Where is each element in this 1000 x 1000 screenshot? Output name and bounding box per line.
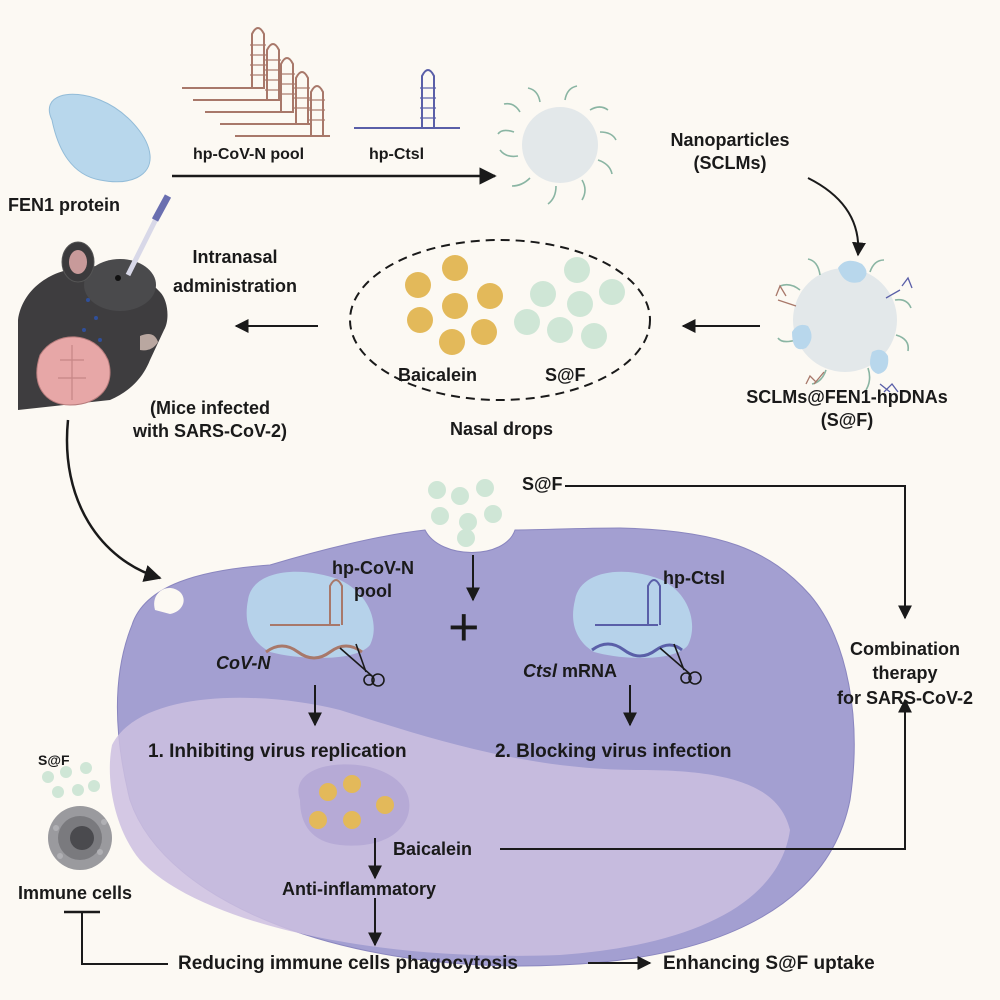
scissors-icon (339, 643, 385, 687)
sclms-fen1-icon (775, 258, 913, 393)
hp-covn-line1: hp-CoV-N (332, 558, 414, 578)
sclms-fen1-label: SCLMs@FEN1-hpDNAs (S@F) (722, 386, 972, 431)
immune-cell-icon (48, 806, 112, 870)
fen1-protein-icon (49, 93, 151, 183)
step2-label: 2. Blocking virus infection (495, 741, 732, 762)
fen1-protein-label: FEN1 protein (8, 195, 121, 215)
nasal-drops-ellipse (349, 239, 651, 401)
covn-label: CoV-N (216, 653, 271, 673)
sf-particles-top (428, 479, 502, 547)
sf-particles (514, 257, 625, 349)
hp-ctsl-label: hp-Ctsl (369, 146, 425, 163)
hp-covn-pool-label: hp-CoV-N pool (193, 146, 305, 163)
combination-line2: therapy (872, 663, 938, 684)
reducing-label: Reducing immune cells phagocytosis (178, 953, 518, 974)
cell-nucleus (109, 697, 791, 956)
baicalein-particles (405, 255, 503, 355)
covn-complex-icon (246, 571, 385, 687)
sf-small-label: S@F (38, 752, 70, 768)
arrow-to-cell (65, 419, 162, 582)
plus-sign: + (448, 597, 480, 657)
combination-label: Combination therapy for SARS-CoV-2 (825, 637, 985, 710)
hp-covn-cell-label: hp-CoV-N pool (318, 557, 428, 602)
pipette-icon (125, 194, 172, 277)
ctsl-complex-icon (573, 571, 702, 685)
combination-line3: for SARS-CoV-2 (836, 687, 973, 708)
mrna-text: mRNA (557, 661, 618, 681)
inhibit-immune-line (81, 912, 168, 965)
combination-line1: Combination (850, 639, 960, 659)
anti-inflammatory-label: Anti-inflammatory (282, 879, 437, 899)
sf-label: S@F (545, 365, 586, 385)
arrow-baicalein-to-combination (500, 698, 912, 850)
hp-covn-line2: pool (354, 580, 392, 601)
baicalein-particles-cell (309, 775, 394, 829)
ctsl-mrna-label: Ctsl mRNA (523, 660, 617, 683)
sf-particles-small (42, 762, 100, 798)
sf-top-label: S@F (522, 474, 563, 494)
nanoparticles-label-line1: Nanoparticles (670, 130, 790, 150)
hp-ctsl-cell-label: hp-Ctsl (663, 568, 725, 588)
sclms-fen1-line1: SCLMs@FEN1-hpDNAs (746, 387, 948, 407)
baicalein-label: Baicalein (398, 365, 478, 385)
scissors-icon (659, 643, 702, 685)
mice-label: (Mice infected with SARS-CoV-2) (110, 397, 310, 442)
mice-line1: (Mice infected (149, 398, 271, 418)
baicalein-cell-label: Baicalein (393, 839, 473, 859)
arrow-sf-to-combination (565, 485, 912, 620)
enhancing-label: Enhancing S@F uptake (663, 953, 875, 974)
infected-mouse-icon (18, 194, 172, 410)
immune-cells-label: Immune cells (18, 883, 133, 903)
step1-label: 1. Inhibiting virus replication (148, 741, 407, 762)
hp-covn-pool-icon (182, 27, 330, 137)
nanoparticles-label: Nanoparticles (SCLMs) (640, 129, 820, 174)
sclms-fen1-line2: (S@F) (820, 409, 874, 430)
nasal-drops-label: Nasal drops (450, 419, 554, 439)
intranasal-label: Intranasal administration (170, 246, 300, 297)
hp-ctsl-icon (354, 69, 460, 129)
intranasal-line2: administration (172, 275, 297, 296)
arrow-to-sclms-fen1 (807, 177, 866, 257)
nanoparticle-icon (497, 85, 617, 205)
intranasal-line1: Intranasal (192, 247, 278, 267)
ctsl-italic: Ctsl (523, 661, 558, 681)
mice-line2: with SARS-CoV-2) (132, 420, 287, 441)
nanoparticles-label-line2: (SCLMs) (693, 152, 767, 173)
